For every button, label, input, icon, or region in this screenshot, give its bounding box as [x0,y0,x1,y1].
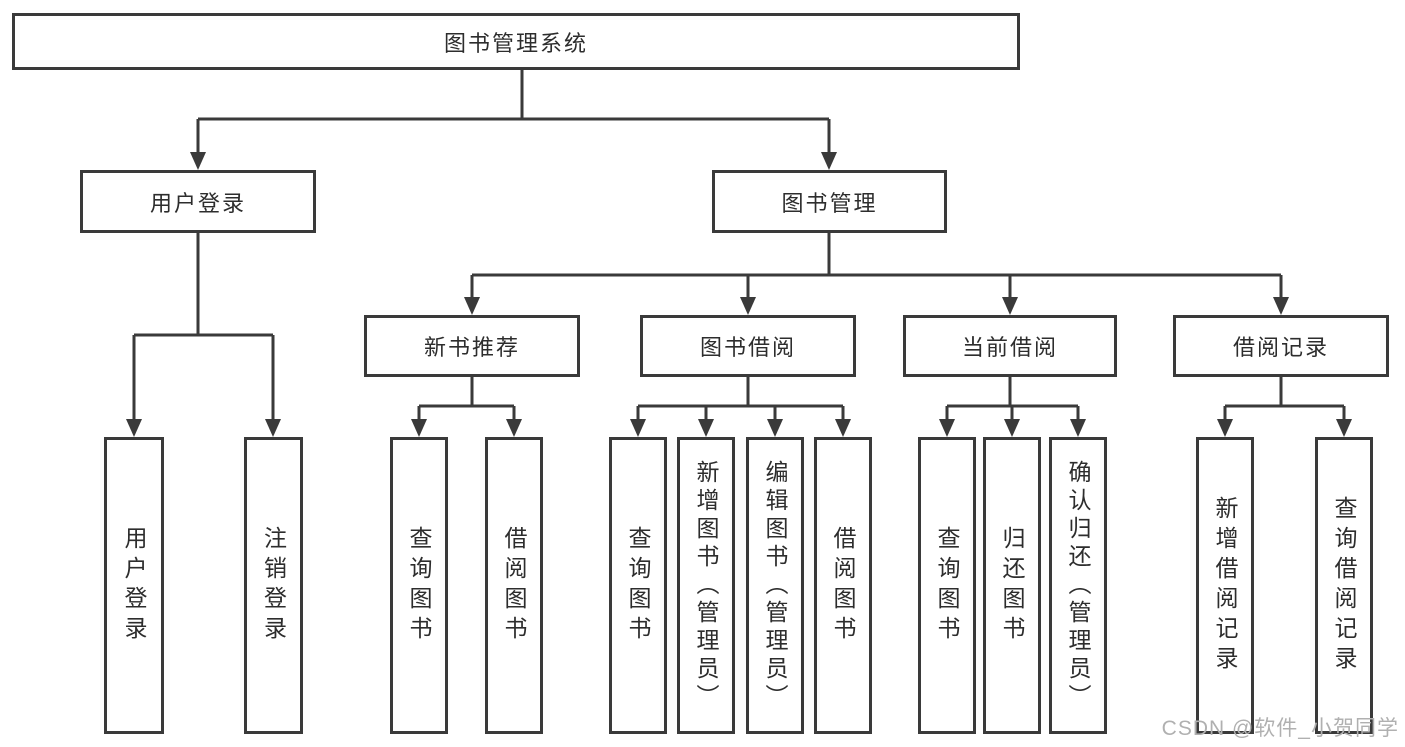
node-current-borrowing: 当前借阅 [903,315,1117,377]
node-library-management-system: 图书管理系统 [12,13,1020,70]
arrowheads [126,152,1352,437]
node-book-management: 图书管理 [712,170,947,233]
node-user-login: 用户登录 [80,170,316,233]
leaf-borrow-books: 借阅图书 [485,437,543,734]
leaf-user-login: 用户登录 [104,437,164,734]
leaf-logout: 注销登录 [244,437,303,734]
leaf-borrow-books: 借阅图书 [814,437,872,734]
csdn-watermark: CSDN @软件_小贺同学 [1161,717,1399,740]
node-new-book-recommendation: 新书推荐 [364,315,580,377]
leaf-query-books: 查询图书 [918,437,976,734]
leaf-query-books: 查询图书 [390,437,448,734]
leaf-query-borrow-record: 查询借阅记录 [1315,437,1373,734]
leaf-edit-books-admin: 编辑图书（管理员） [746,437,804,734]
leaf-add-books-admin: 新增图书（管理员） [677,437,735,734]
node-book-borrowing: 图书借阅 [640,315,856,377]
leaf-confirm-return-admin: 确认归还（管理员） [1049,437,1107,734]
leaf-return-books: 归还图书 [983,437,1041,734]
leaf-add-borrow-record: 新增借阅记录 [1196,437,1254,734]
leaf-query-books: 查询图书 [609,437,667,734]
node-borrowing-records: 借阅记录 [1173,315,1389,377]
